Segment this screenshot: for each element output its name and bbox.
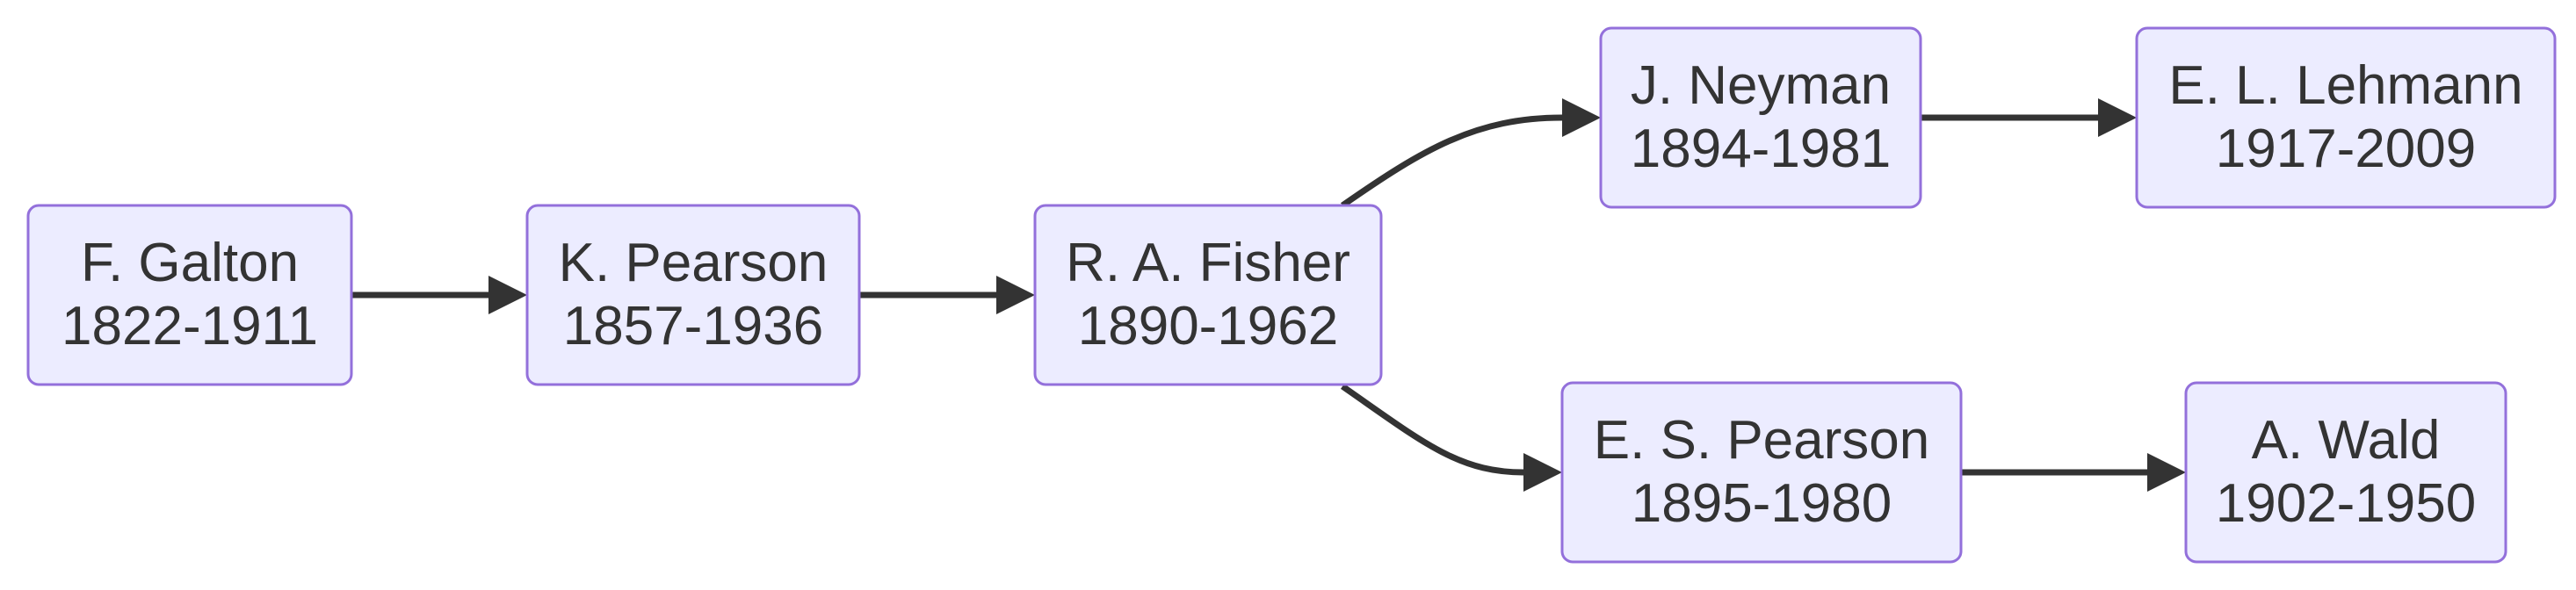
node-kpearson: K. Pearson 1857-1936: [525, 204, 861, 386]
node-years: 1902-1950: [2216, 473, 2477, 534]
edge-neyman-to-lehmann: [1921, 98, 2137, 137]
node-years: 1894-1981: [1631, 119, 1892, 179]
node-neyman: J. Neyman 1894-1981: [1599, 26, 1922, 209]
node-years: 1890-1962: [1078, 296, 1339, 356]
node-name: K. Pearson: [559, 233, 829, 293]
node-years: 1895-1980: [1632, 473, 1892, 534]
node-name: A. Wald: [2252, 410, 2441, 471]
edge-espearson-to-wald: [1961, 453, 2186, 492]
edges: [351, 98, 2186, 492]
node-lehmann: E. L. Lehmann 1917-2009: [2135, 26, 2557, 209]
node-name: E. S. Pearson: [1594, 410, 1930, 471]
node-galton: F. Galton 1822-1911: [26, 204, 353, 386]
edge-fisher-to-espearson: [1341, 384, 1562, 492]
node-name: E. L. Lehmann: [2168, 55, 2522, 116]
node-years: 1822-1911: [62, 296, 318, 356]
node-fisher: R. A. Fisher 1890-1962: [1033, 204, 1383, 386]
node-wald: A. Wald 1902-1950: [2184, 381, 2507, 564]
node-name: J. Neyman: [1631, 55, 1891, 116]
edge-kpearson-to-fisher: [859, 276, 1035, 314]
node-name: R. A. Fisher: [1066, 233, 1350, 293]
node-name: F. Galton: [81, 233, 299, 293]
node-years: 1857-1936: [563, 296, 824, 356]
edge-galton-to-kpearson: [351, 276, 527, 314]
node-espearson: E. S. Pearson 1895-1980: [1560, 381, 1963, 564]
node-years: 1917-2009: [2216, 119, 2477, 179]
edge-fisher-to-neyman: [1341, 98, 1601, 208]
